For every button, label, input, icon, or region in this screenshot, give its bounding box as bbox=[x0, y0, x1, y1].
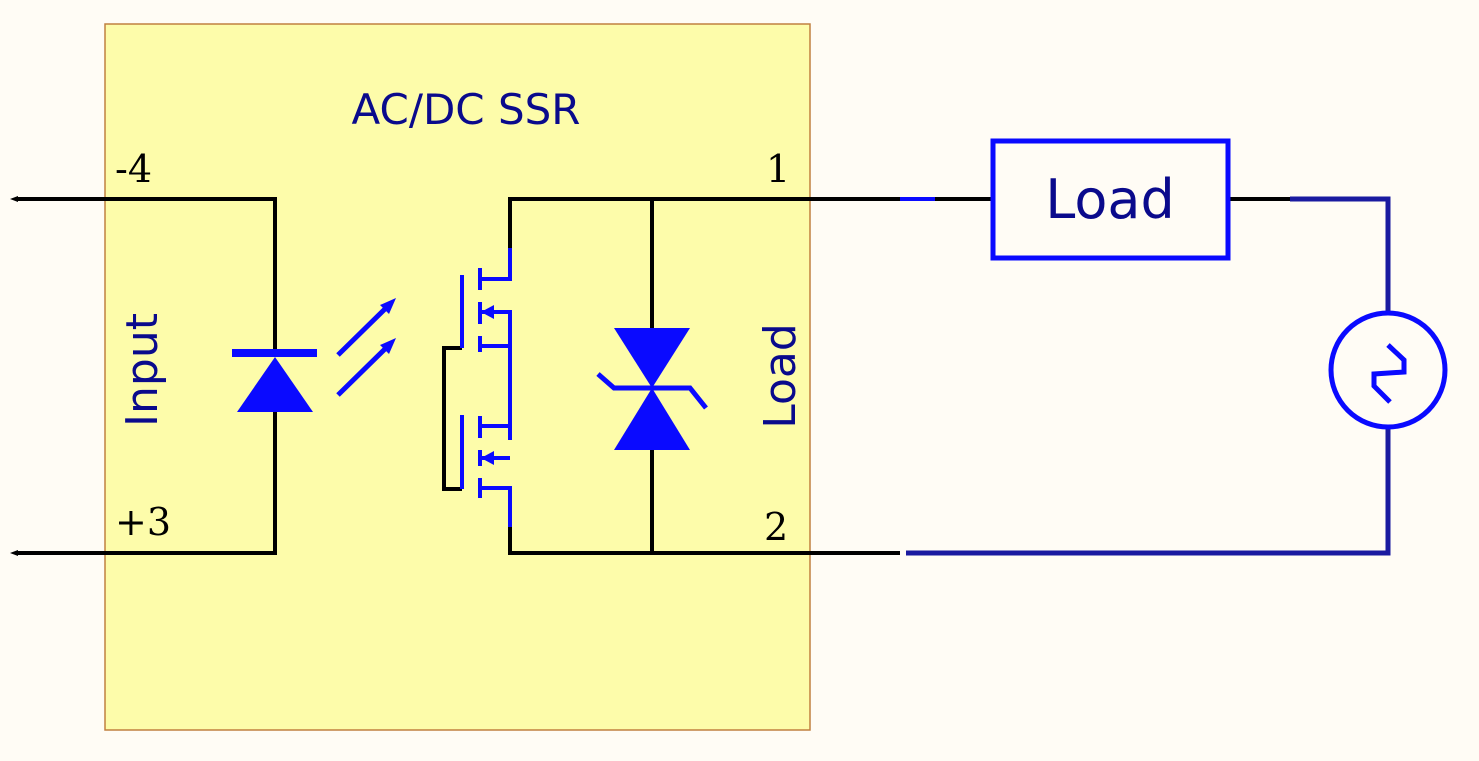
bidirectional-tvs-diode-icon bbox=[596, 328, 708, 450]
output-wiring bbox=[442, 197, 900, 555]
dual-mosfet-icon bbox=[460, 248, 512, 527]
ac-voltage-source-icon bbox=[1328, 310, 1448, 430]
ssr-title: AC/DC SSR bbox=[352, 85, 581, 134]
ssr-housing bbox=[104, 23, 811, 731]
led-diode-icon bbox=[232, 349, 317, 412]
output-load-label: Load bbox=[755, 323, 806, 429]
input-wiring bbox=[16, 197, 277, 555]
pin-label-input-negative: -4 bbox=[115, 147, 152, 191]
external-load-label: Load bbox=[1045, 168, 1175, 231]
pin-label-output-1: 1 bbox=[766, 147, 790, 191]
pin-label-output-2: 2 bbox=[764, 505, 788, 549]
pin-label-input-positive: +3 bbox=[115, 500, 171, 544]
light-emission-arrows-icon bbox=[336, 298, 396, 397]
load-resistor-box bbox=[990, 138, 1231, 261]
input-label: Input bbox=[117, 313, 168, 427]
mosfet-arrows bbox=[481, 305, 494, 465]
input-terminal-arrows bbox=[10, 196, 18, 556]
external-wiring bbox=[900, 196, 1391, 556]
